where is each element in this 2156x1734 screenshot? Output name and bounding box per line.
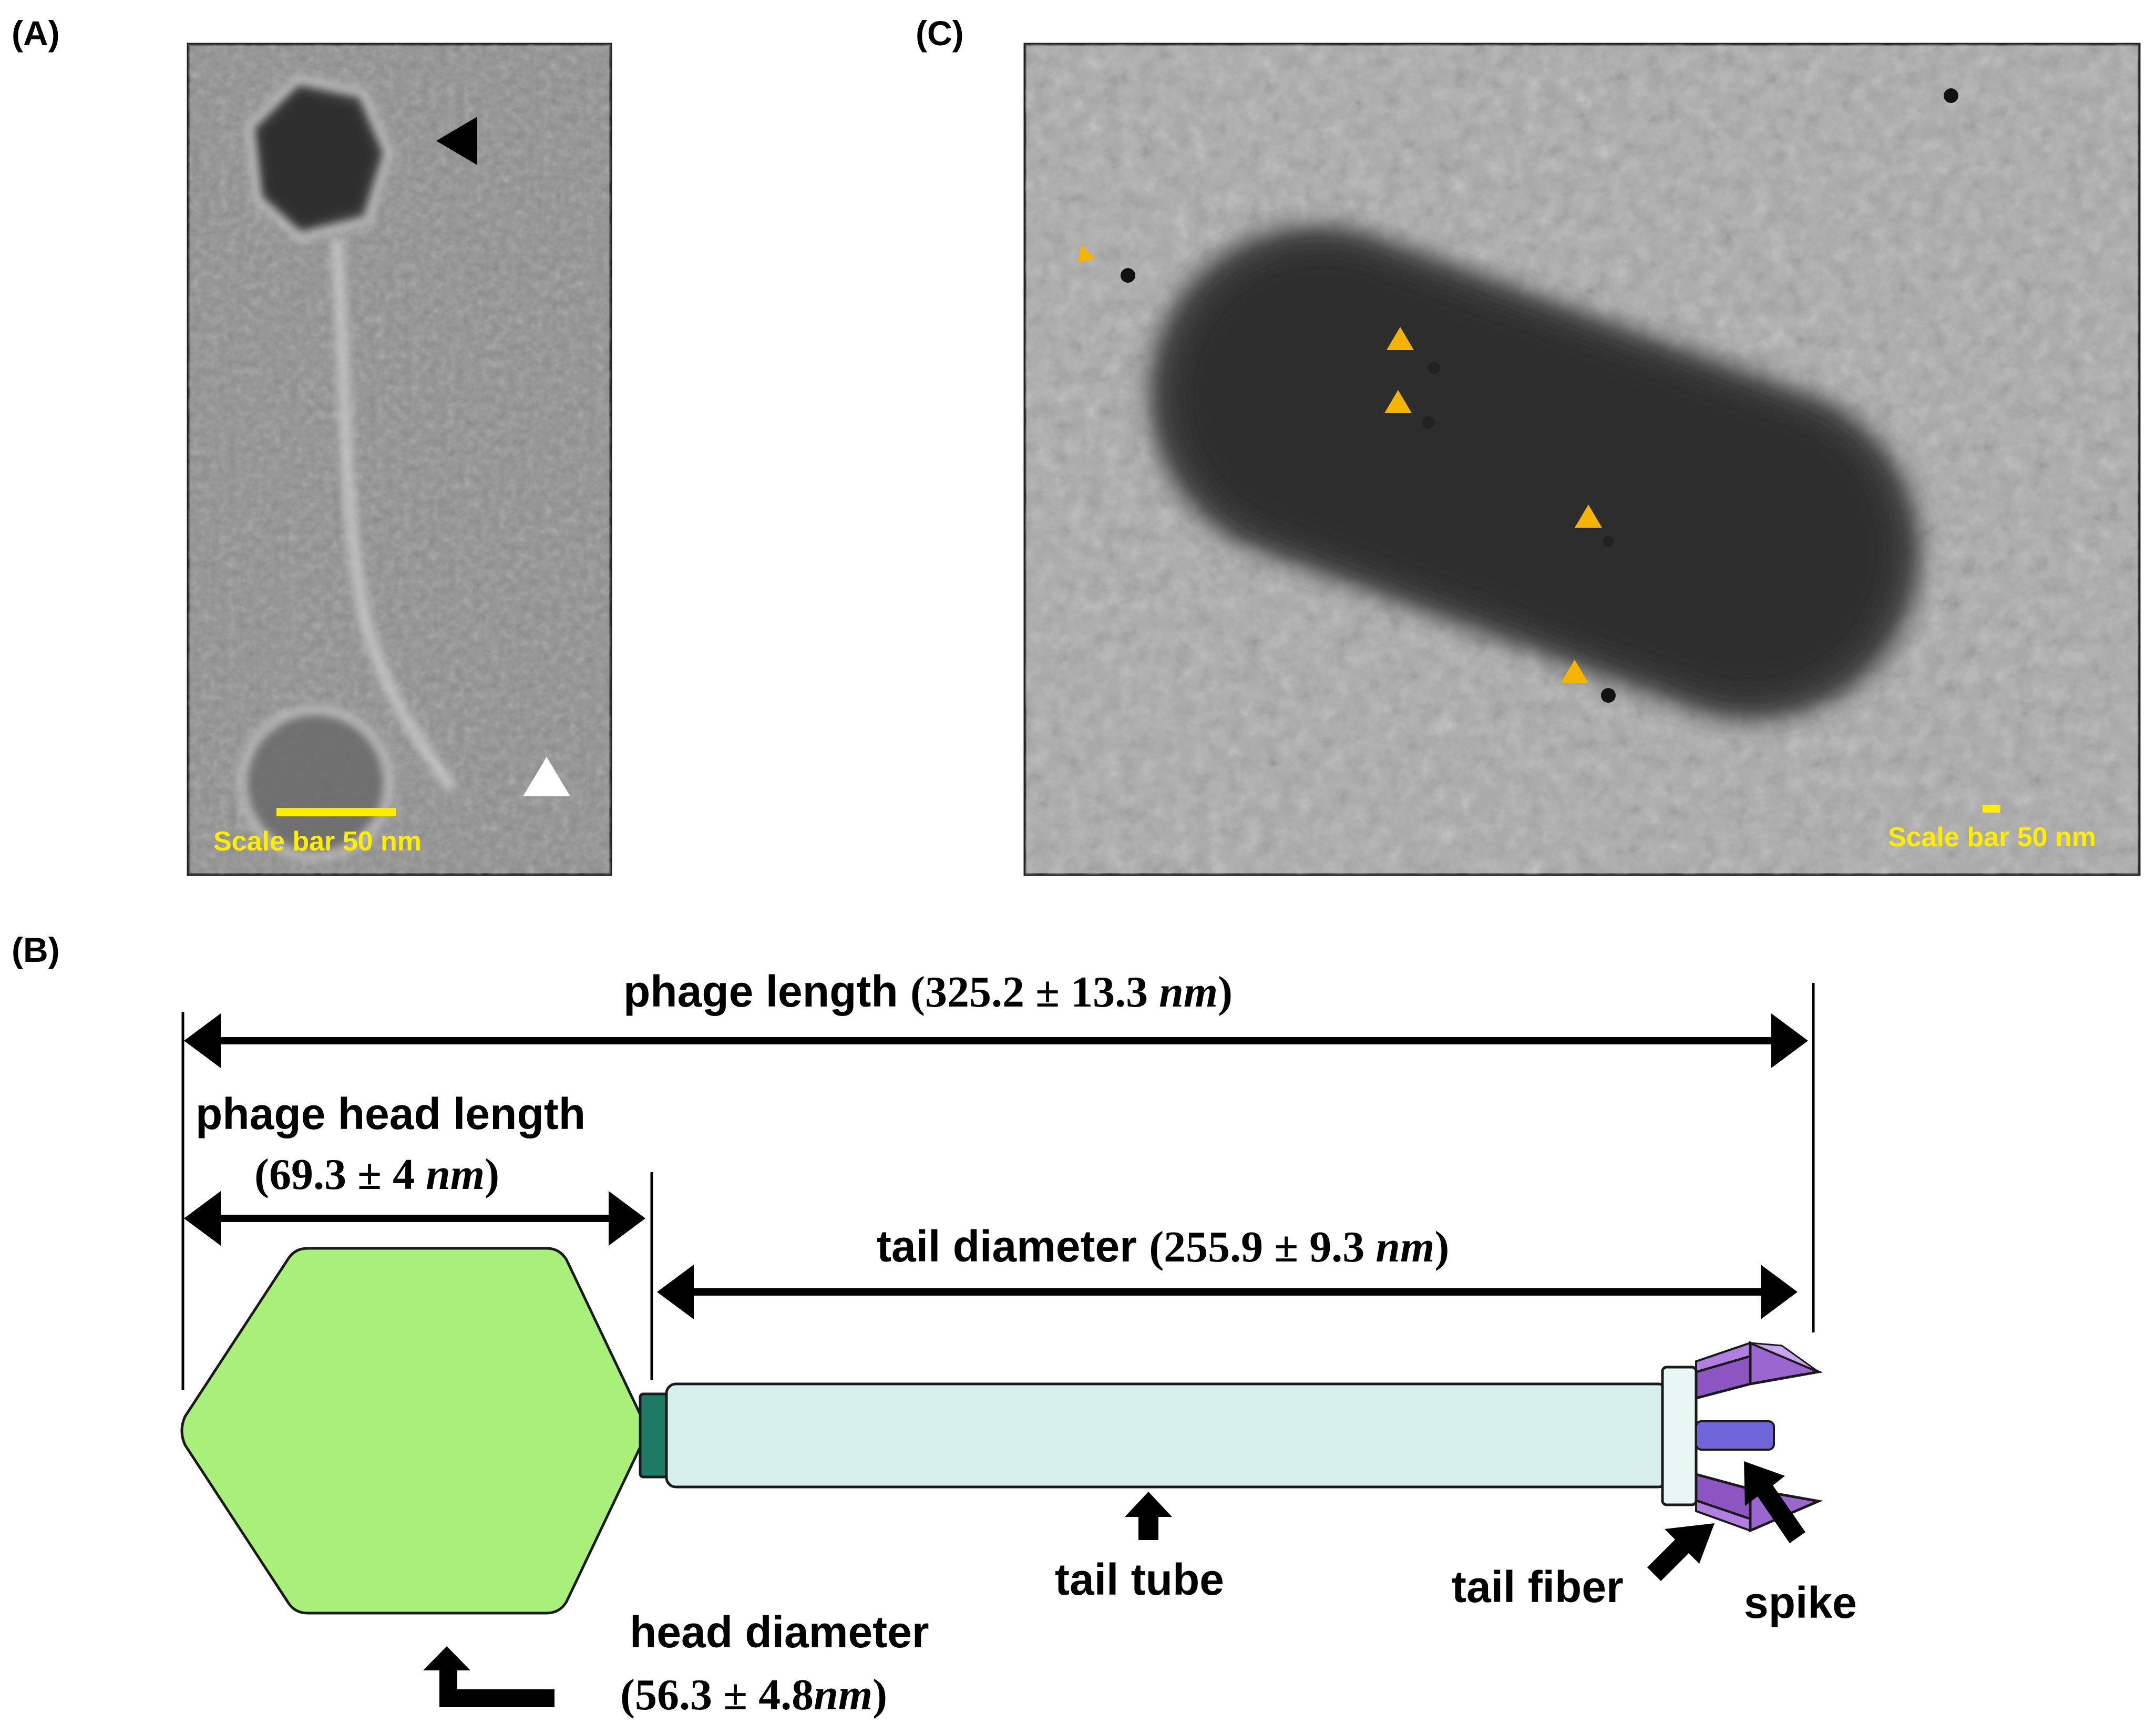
black-arrowhead-marker [436,117,477,165]
dimension-reference-lines [181,983,1815,1390]
phage-collar [639,1392,669,1479]
spike-pointer [1744,1461,1805,1543]
head-length-value: (69.3 ± 4 nm) [254,1150,499,1199]
phage-schematic [180,1247,1823,1615]
pointer-arrows [423,1461,1805,1707]
round-particle-image [237,705,394,861]
yellow-marker [1384,390,1412,413]
head-diameter-pointer [423,1646,555,1707]
spike-shape [1695,1420,1775,1451]
phage-markers [1077,245,1602,683]
panel-c-scale-label: Scale bar 50 nm [1888,822,2096,853]
tail-diameter-arrow [657,1265,1798,1319]
head-length-arrow [184,1191,645,1246]
white-arrowhead-marker [523,757,570,796]
yellow-marker [1575,505,1602,528]
spike-label: spike [1744,1578,1857,1627]
head-diameter-value: (56.3 ± 4.8nm) [620,1670,887,1719]
tail-tube-label: tail tube [1055,1555,1224,1604]
phage-head-image [245,75,393,242]
panel-b-label: (B) [12,930,60,969]
tail-tube-pointer [1125,1492,1172,1540]
panel-a-label: (A) [12,14,60,53]
panel-c-label: (C) [916,14,964,53]
panel-c-micrograph: Scale bar 50 nm [1023,43,2141,876]
yellow-marker [1387,327,1414,350]
phage-length-label: phage length (325.2 ± 13.3 nm) [623,967,1233,1017]
yellow-marker [1561,660,1588,683]
tail-diameter-label: tail diameter (255.9 ± 9.3 nm) [877,1222,1449,1271]
phage-tail-image [330,239,457,792]
panel-c-scale-bar [1983,805,2000,813]
head-length-label: phage head length [196,1089,586,1138]
phage-head [180,1247,646,1615]
head-diameter-label: head diameter [630,1607,929,1657]
baseplate [1661,1366,1698,1506]
panel-a-scale-label: Scale bar 50 nm [213,826,422,857]
tail-fiber-pointer [1647,1523,1714,1581]
panel-a-scale-bar [276,808,396,816]
yellow-marker [1077,245,1095,263]
panel-a-micrograph: Scale bar 50 nm [187,43,612,876]
phage-length-arrow [184,1013,1808,1068]
bacterium-cell-image [1149,225,1921,721]
tail-tube-shape [665,1382,1669,1489]
tail-fiber-upper [1695,1341,1823,1400]
tail-fiber-label: tail fiber [1452,1562,1624,1612]
